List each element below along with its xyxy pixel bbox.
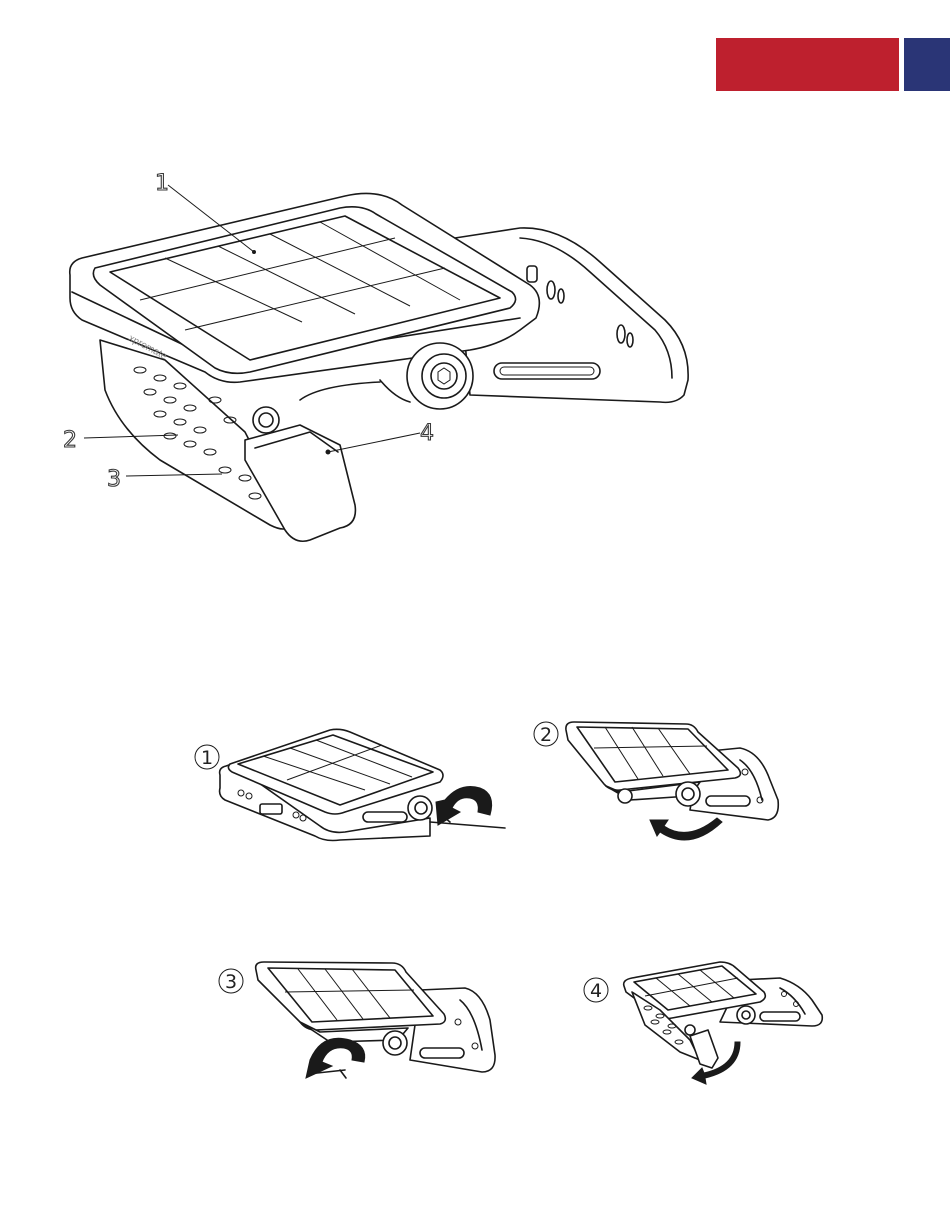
main-solar-light-illustration: xpromate 1 2 3 4 (63, 171, 688, 541)
callout-4: 4 (420, 421, 434, 446)
callout-1: 1 (155, 171, 169, 196)
step-3-number: 3 (225, 971, 237, 993)
callout-2: 2 (63, 428, 77, 453)
step-3-illustration: 3 (219, 962, 495, 1078)
step-4-illustration: 4 (584, 962, 822, 1084)
step-4-number: 4 (590, 980, 602, 1002)
step-2-illustration: 2 (534, 722, 778, 840)
step-3-rotate-arrow-icon (306, 1038, 365, 1078)
step-2-tilt-arrow-icon (650, 818, 722, 840)
step-1-rotate-arrow-icon (436, 787, 492, 826)
step-1-illustration: 1 (195, 729, 505, 840)
step-1-number: 1 (201, 747, 213, 769)
step-2-number: 2 (540, 724, 552, 746)
callout-3: 3 (107, 467, 121, 492)
